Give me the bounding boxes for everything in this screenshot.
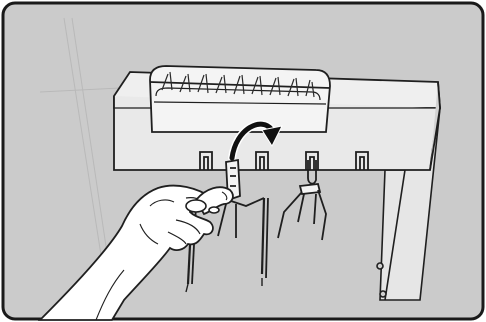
bristle-tray xyxy=(150,66,330,132)
